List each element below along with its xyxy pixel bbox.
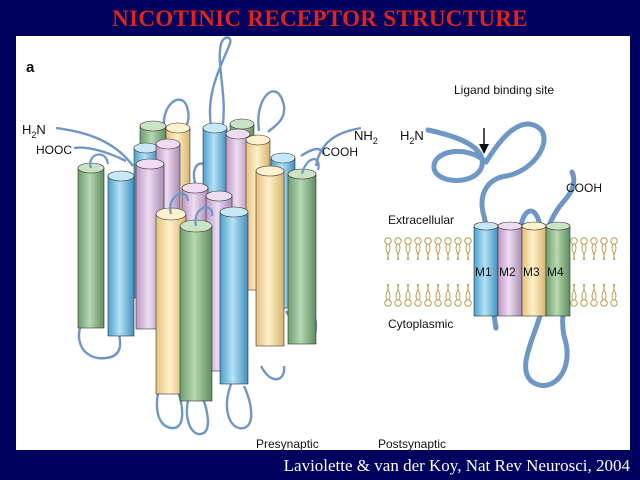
extracellular-label: Extracellular bbox=[388, 213, 454, 227]
presynaptic-label: Presynaptic bbox=[256, 437, 319, 450]
pentamer-helices bbox=[77, 118, 317, 402]
h2n-label-right: H2N bbox=[400, 128, 424, 146]
ligand-binding-label: Ligand binding site bbox=[454, 83, 554, 97]
cooh-label-right: COOH bbox=[566, 181, 602, 195]
helix-label-m4: M4 bbox=[547, 265, 564, 279]
cytoplasmic-label: Cytoplasmic bbox=[388, 317, 453, 331]
topology-diagram: M1 M2 M3 M4 bbox=[384, 121, 618, 388]
helix-label-m2: M2 bbox=[499, 265, 516, 279]
hooc-label: HOOC bbox=[36, 143, 72, 157]
citation: Laviolette & van der Koy, Nat Rev Neuros… bbox=[283, 456, 630, 475]
ligand-arrow-head bbox=[479, 144, 489, 154]
receptor-diagram: a bbox=[22, 36, 618, 450]
h2n-label-left: H2N bbox=[22, 122, 46, 140]
helix-label-m1: M1 bbox=[475, 265, 492, 279]
nh2-label: NH2 bbox=[354, 128, 378, 146]
postsynaptic-label: Postsynaptic bbox=[378, 437, 446, 450]
slide-title: NICOTINIC RECEPTOR STRUCTURE bbox=[112, 6, 528, 31]
figure-panel: a bbox=[16, 36, 630, 450]
panel-letter: a bbox=[26, 59, 35, 76]
helix-group bbox=[473, 221, 571, 317]
helix-m3 bbox=[521, 225, 547, 317]
pentamer-front-loops bbox=[89, 153, 320, 227]
helix-m2 bbox=[497, 225, 523, 317]
helix-m4 bbox=[545, 225, 571, 317]
helix-m1 bbox=[473, 225, 499, 317]
cooh-label-left: COOH bbox=[322, 145, 358, 159]
helix-label-m3: M3 bbox=[523, 265, 540, 279]
